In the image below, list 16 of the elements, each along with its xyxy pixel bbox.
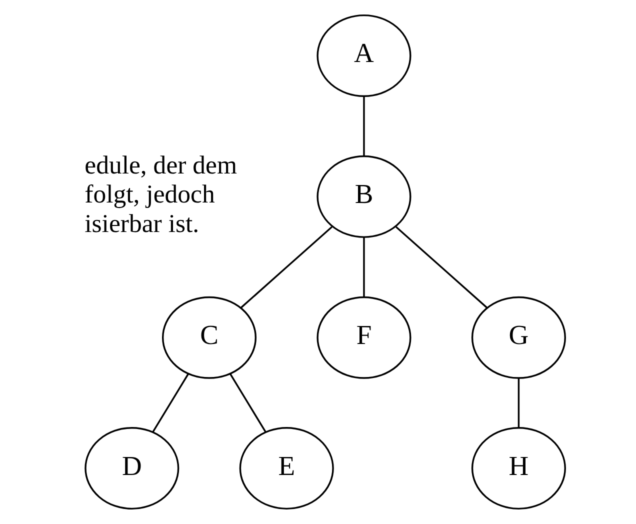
connector: [363, 237, 365, 297]
node-ellipse: E: [239, 427, 334, 510]
node-ellipse: G: [471, 296, 566, 379]
label: edule, der dem folgt, jedoch isierbar ist.: [84, 150, 238, 238]
connector: [395, 226, 488, 309]
connector: [363, 96, 365, 156]
connector: [240, 226, 332, 309]
node-ellipse: D: [84, 427, 180, 510]
connector: [518, 378, 520, 428]
node-ellipse: F: [316, 296, 412, 379]
connector: [230, 374, 266, 432]
node-ellipse: C: [162, 296, 257, 379]
node-ellipse: B: [316, 155, 412, 238]
connector: [152, 374, 189, 432]
node-ellipse: A: [316, 14, 412, 97]
node-ellipse: H: [471, 427, 566, 510]
